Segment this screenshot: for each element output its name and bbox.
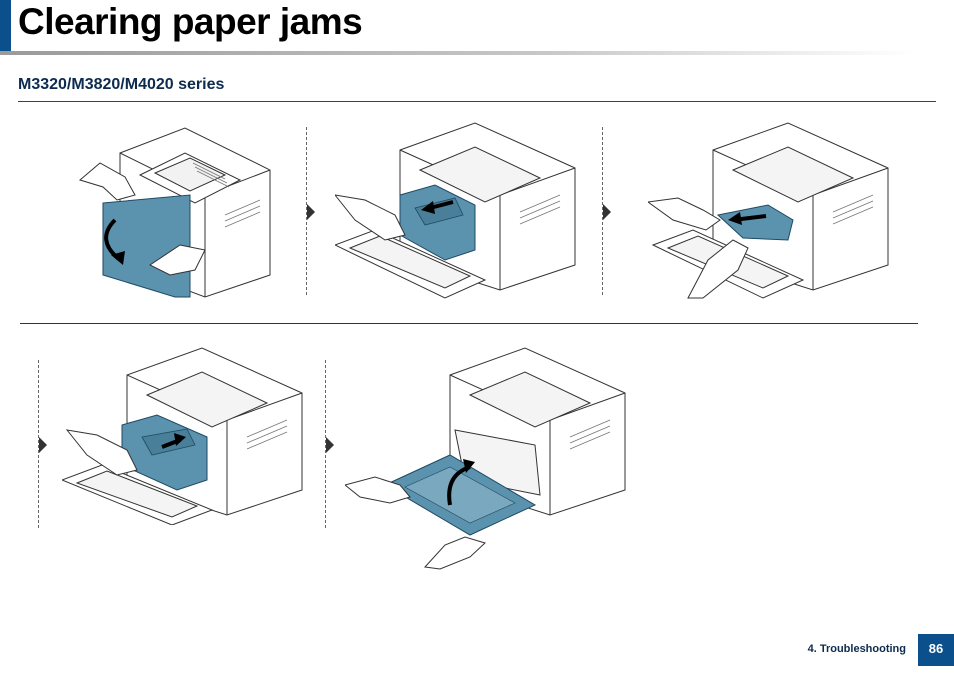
remove-toner-cartridge-illustration [335, 122, 576, 299]
title-divider [0, 51, 915, 55]
footer-section-label: 4. Troubleshooting [807, 643, 906, 655]
step-separator [602, 127, 603, 295]
step-separator [38, 360, 39, 528]
open-front-cover-illustration [78, 127, 271, 298]
page-title: Clearing paper jams [18, 1, 363, 42]
step-arrow-icon [326, 437, 334, 453]
step-separator [325, 360, 326, 528]
page-number-badge: 86 [918, 634, 954, 666]
row-divider [20, 323, 918, 324]
reinsert-toner-cartridge-illustration [62, 347, 303, 525]
step-arrow-icon [603, 204, 611, 220]
section-subtitle: M3320/M3820/M4020 series [18, 76, 225, 93]
step-arrow-icon [307, 204, 315, 220]
subtitle-divider [18, 101, 936, 102]
pull-jammed-paper-illustration [648, 122, 889, 299]
step-separator [306, 127, 307, 295]
title-accent-bar [0, 0, 11, 53]
close-front-cover-illustration [345, 347, 626, 570]
step-arrow-icon [39, 437, 47, 453]
